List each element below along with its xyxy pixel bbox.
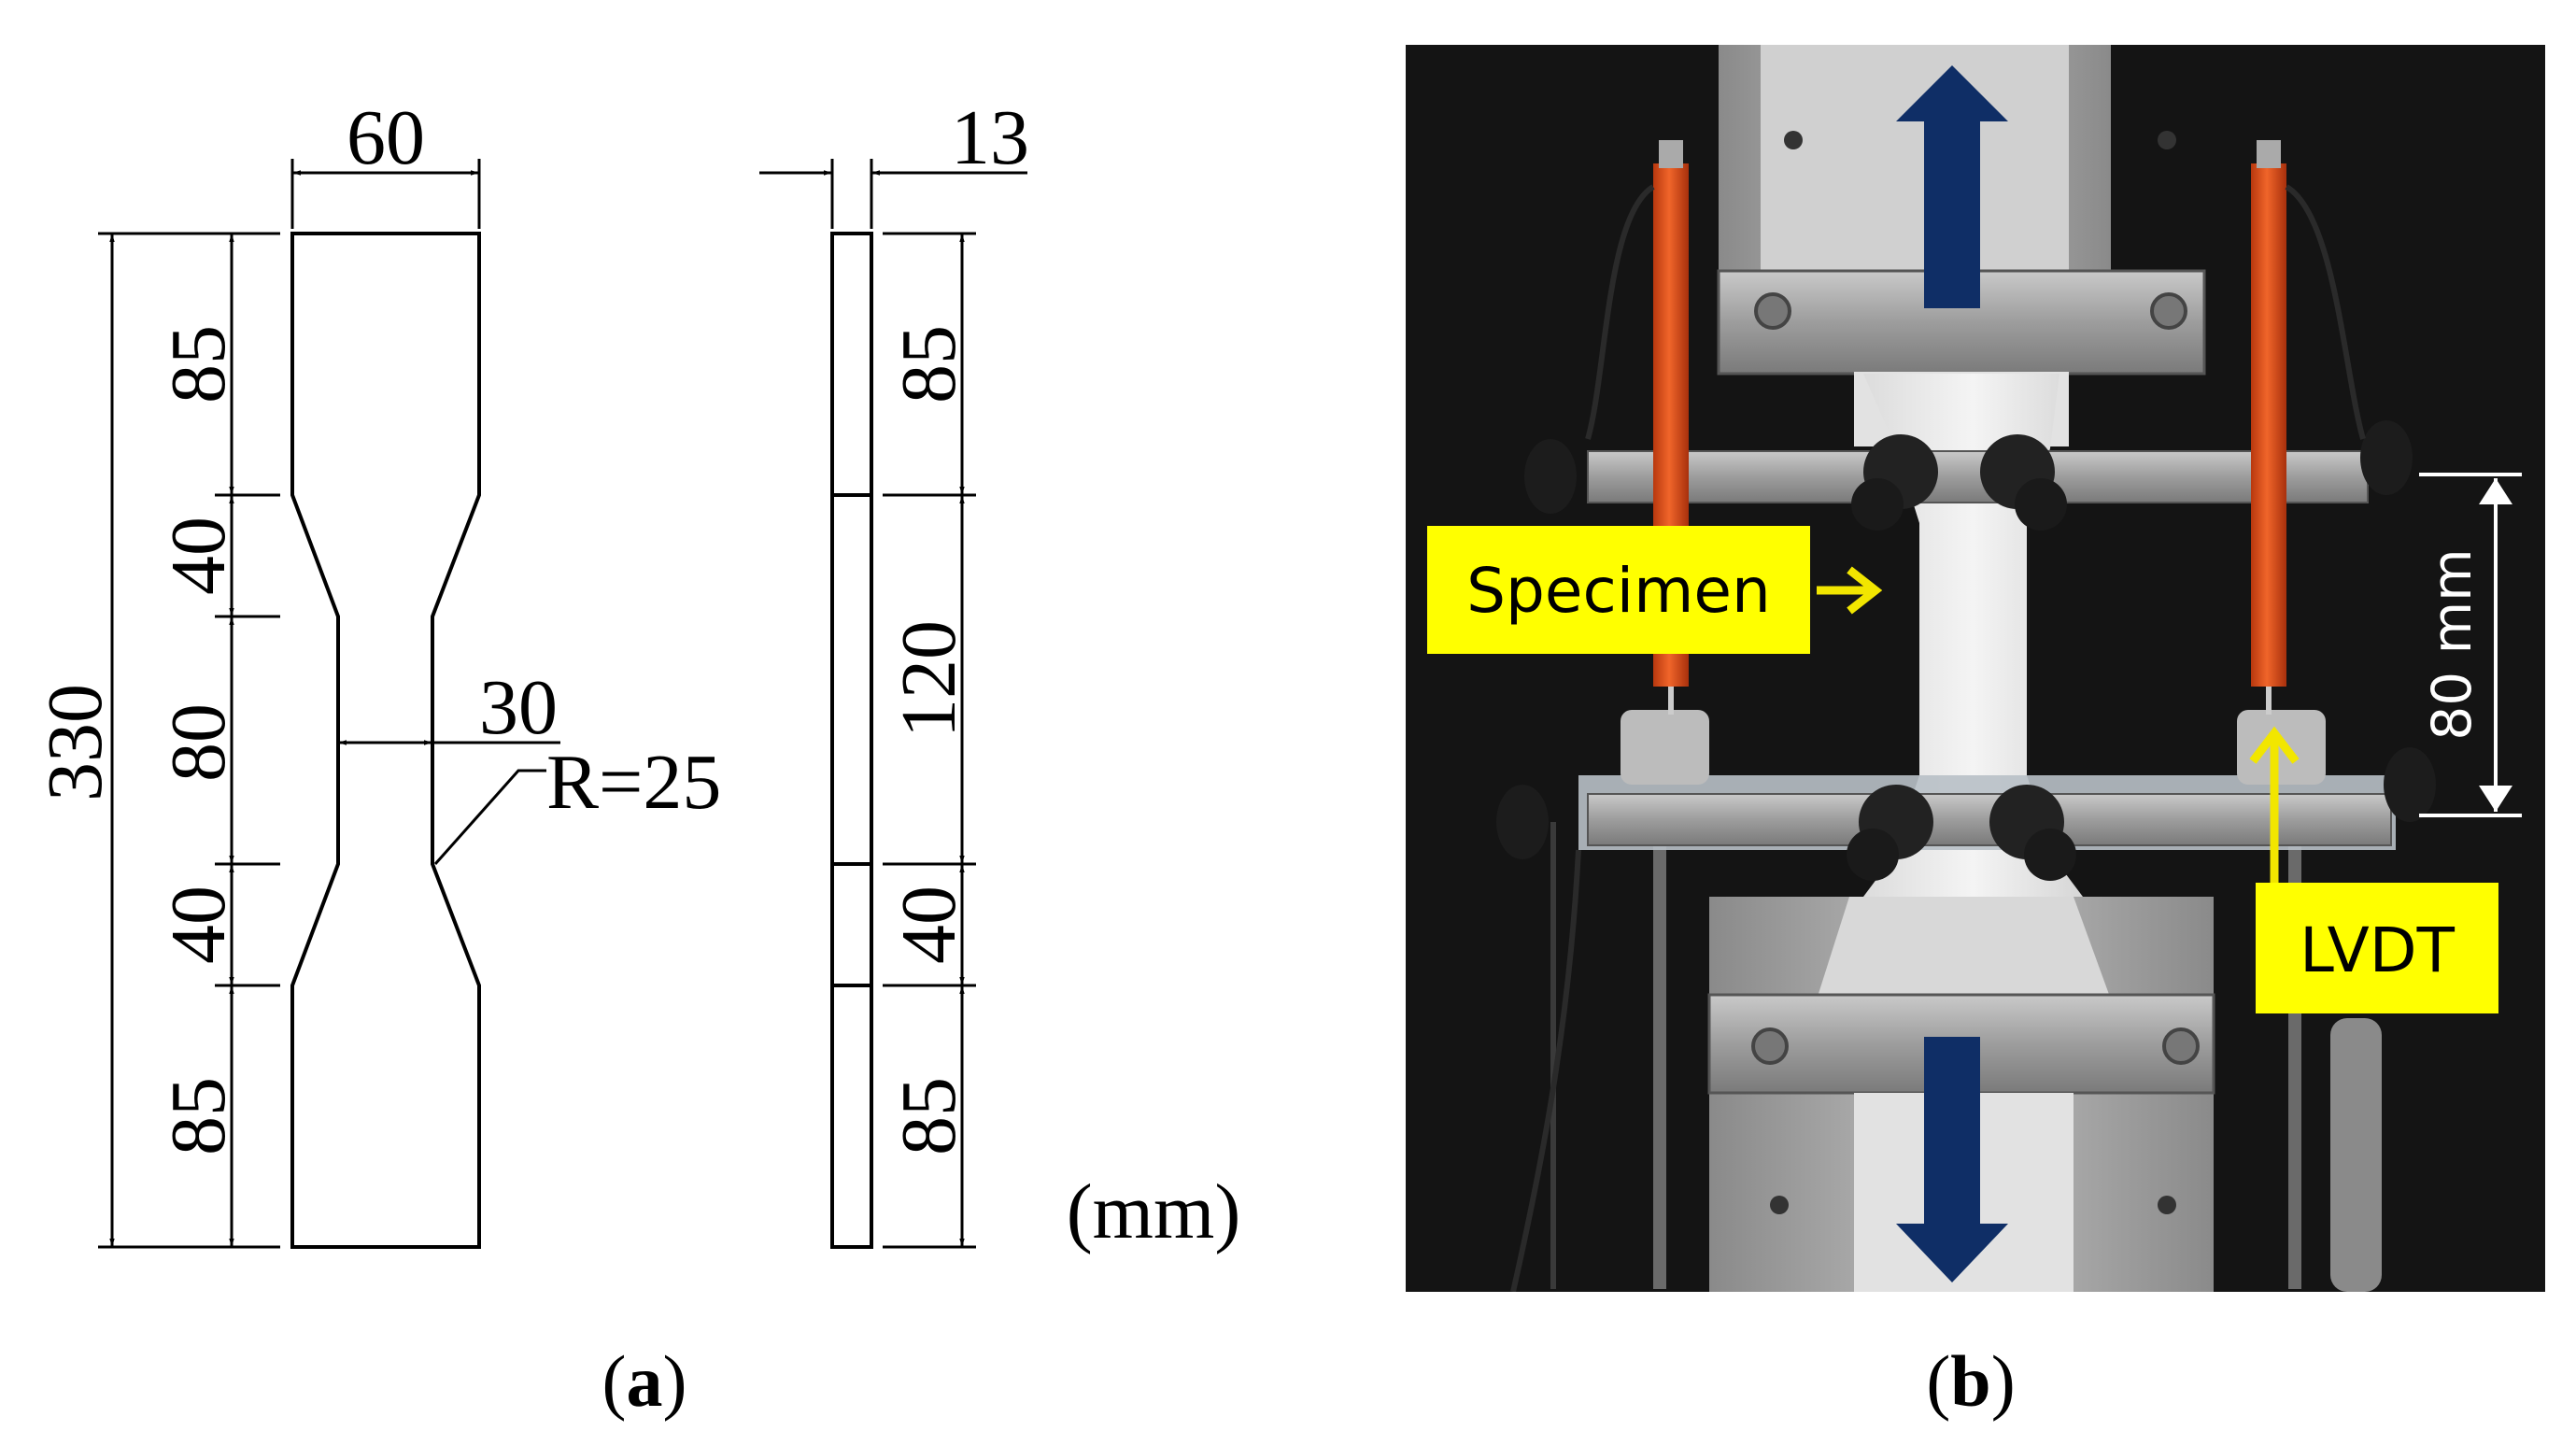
specimen-side-outline — [830, 232, 873, 1249]
left-segment-5-label: 85 — [155, 1077, 242, 1155]
upper-extensometer-bar — [1524, 420, 2413, 531]
lower-extensometer-bar — [1496, 710, 2436, 881]
width-label: 60 — [347, 94, 425, 181]
total-length-dimension — [98, 232, 280, 1249]
lvdt-label: LVDT — [2300, 914, 2455, 986]
panel-a-drawing — [98, 159, 1027, 1249]
left-segment-4-label: 40 — [155, 886, 242, 964]
caption-a: (a) — [602, 1340, 687, 1422]
load-arrows — [1896, 65, 2008, 1282]
lvdt-callout: LVDT — [2249, 726, 2498, 1013]
unit-label: (mm) — [1067, 1169, 1241, 1255]
right-segment-dimensions — [883, 232, 976, 1249]
right-segment-2-label: 120 — [885, 620, 972, 738]
left-segment-3-label: 80 — [155, 703, 242, 782]
arrow-up-icon — [1896, 65, 2008, 308]
right-segment-3-label: 40 — [885, 886, 972, 964]
radius-label: R=25 — [546, 739, 721, 826]
left-segment-2-label: 40 — [155, 517, 242, 595]
lvdt-pointer-icon — [2249, 726, 2300, 883]
left-segment-1-label: 85 — [155, 325, 242, 404]
neck-width-label: 30 — [479, 664, 558, 751]
thickness-label: 13 — [951, 94, 1029, 181]
right-segment-4-label: 85 — [885, 1077, 972, 1155]
specimen-front-outline — [290, 232, 481, 1249]
specimen-callout: Specimen — [1427, 526, 1883, 654]
caption-b: (b) — [1926, 1340, 2015, 1422]
thickness-dimension — [759, 159, 1027, 229]
gauge-length-label: 80 mm — [2420, 548, 2484, 740]
right-segment-1-label: 85 — [885, 325, 972, 404]
arrow-down-icon — [1896, 1037, 2008, 1282]
gauge-length-dimension: 80 mm — [2419, 473, 2522, 817]
width-dimension — [290, 159, 481, 229]
radius-leader — [433, 769, 546, 865]
specimen-pointer-icon — [1817, 566, 1883, 615]
total-length-label: 330 — [32, 684, 119, 801]
panel-a-labels: 60 13 330 85 40 80 40 85 85 120 40 85 30… — [32, 94, 1240, 1422]
specimen-label: Specimen — [1466, 555, 1771, 627]
panel-b-photo: Specimen LVDT 80 mm (b) — [1406, 45, 2545, 1422]
left-segment-dimensions — [215, 234, 280, 1247]
